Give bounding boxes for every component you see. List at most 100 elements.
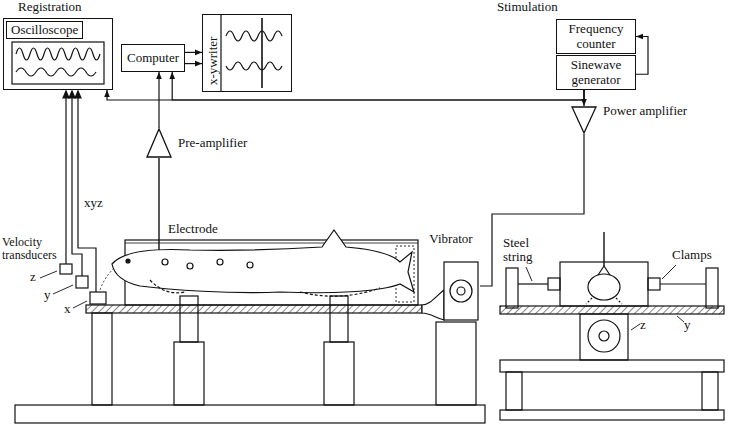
axis-letter: y bbox=[684, 318, 691, 332]
transducer-wires bbox=[69, 91, 75, 98]
axis-letter: z bbox=[30, 270, 36, 284]
oscilloscope-box: Oscilloscope bbox=[3, 18, 113, 90]
velocity-transducer bbox=[90, 292, 106, 304]
transducer-wires bbox=[78, 91, 96, 292]
support-frame bbox=[15, 296, 485, 423]
catfish bbox=[300, 288, 380, 296]
velocity-transducer bbox=[76, 276, 88, 288]
node-label: Sinewave generator bbox=[571, 58, 622, 87]
part-label: Electrode bbox=[168, 222, 218, 236]
writer-chart bbox=[226, 62, 282, 70]
signal-wire bbox=[185, 63, 202, 64]
node-label: Oscilloscope bbox=[6, 21, 83, 39]
end-view bbox=[500, 232, 724, 420]
end-view bbox=[660, 283, 706, 284]
transducer-wires bbox=[65, 91, 66, 264]
transducer-wires bbox=[63, 91, 96, 292]
node-label: Computer bbox=[127, 51, 179, 65]
wire-label: xyz bbox=[84, 196, 103, 210]
vibrator-coil bbox=[450, 280, 472, 302]
amplifier-triangle bbox=[146, 128, 172, 158]
end-view bbox=[548, 278, 560, 290]
catfish bbox=[247, 262, 253, 268]
support-frame bbox=[330, 296, 348, 342]
end-view bbox=[560, 262, 648, 306]
amplifier-triangle bbox=[572, 107, 596, 133]
vibrating-plate bbox=[86, 305, 422, 313]
fish-tank bbox=[125, 243, 418, 244]
catfish bbox=[112, 230, 414, 293]
signal-wire bbox=[158, 72, 159, 128]
support-frame bbox=[324, 342, 354, 405]
sinewave-generator-box: Sinewave generator bbox=[556, 55, 636, 90]
electrode bbox=[158, 158, 159, 250]
support-frame bbox=[436, 322, 476, 405]
writer-chart bbox=[226, 31, 282, 41]
oscilloscope-screen bbox=[12, 42, 104, 84]
catfish bbox=[100, 268, 114, 290]
node-label: Pre-amplifier bbox=[178, 136, 247, 150]
end-view bbox=[648, 278, 660, 290]
catfish bbox=[217, 259, 223, 265]
section-heading: Stimulation bbox=[497, 0, 558, 14]
part-label: Clamps bbox=[672, 248, 712, 262]
vibrator-coil bbox=[457, 287, 465, 295]
node-label: x-ywriter bbox=[206, 37, 220, 85]
leader-line bbox=[631, 324, 640, 330]
signal-wire bbox=[636, 37, 648, 75]
node-label: Vibrator bbox=[422, 232, 480, 246]
catfish bbox=[162, 259, 168, 265]
signal-wire bbox=[185, 52, 202, 53]
end-view bbox=[598, 266, 610, 275]
transducer-wires bbox=[75, 91, 81, 98]
end-view bbox=[500, 306, 724, 314]
amplifier-triangle bbox=[571, 106, 597, 134]
catfish bbox=[126, 259, 130, 263]
axis-letter: y bbox=[44, 288, 51, 302]
support-frame bbox=[15, 405, 485, 423]
computer-box: Computer bbox=[121, 44, 185, 72]
vibrator-body bbox=[444, 262, 478, 320]
axis-letter: x bbox=[64, 302, 71, 316]
end-view bbox=[599, 331, 609, 341]
electrode bbox=[158, 158, 159, 250]
end-view bbox=[506, 372, 522, 410]
leader-line bbox=[526, 267, 532, 281]
oscilloscope-screen bbox=[16, 68, 96, 76]
end-view bbox=[500, 410, 724, 420]
frequency-counter-box: Frequency counter bbox=[556, 19, 636, 54]
vibrating-plate bbox=[86, 305, 422, 313]
end-view bbox=[706, 268, 718, 308]
power-amplifier-symbol: Power amplifier bbox=[571, 106, 597, 134]
writer-chart bbox=[221, 14, 282, 92]
end-view bbox=[603, 232, 604, 266]
leader-line bbox=[53, 285, 73, 294]
section-heading: Registration bbox=[18, 0, 82, 14]
leader-line bbox=[677, 316, 684, 322]
writer-chart bbox=[261, 18, 263, 88]
catfish bbox=[187, 263, 193, 269]
leader-line bbox=[662, 265, 676, 279]
end-view bbox=[702, 372, 718, 410]
support-frame bbox=[180, 296, 198, 342]
transducer-wires bbox=[63, 91, 69, 98]
velocity-transducer bbox=[60, 264, 72, 274]
node-label: Frequency counter bbox=[569, 22, 624, 51]
leader-line bbox=[40, 271, 57, 278]
node-label: Power amplifier bbox=[603, 104, 687, 118]
catfish bbox=[150, 280, 185, 293]
oscilloscope-screen bbox=[16, 48, 100, 60]
catfish bbox=[100, 230, 414, 296]
apparatus-drawing bbox=[12, 14, 724, 423]
vibrator-drawing bbox=[422, 262, 478, 320]
signal-wire bbox=[172, 72, 584, 100]
end-view bbox=[506, 268, 518, 308]
oscilloscope-screen bbox=[12, 42, 104, 84]
signal-wire bbox=[107, 90, 584, 100]
part-label: Steel string bbox=[503, 236, 533, 265]
support-frame bbox=[174, 342, 204, 405]
